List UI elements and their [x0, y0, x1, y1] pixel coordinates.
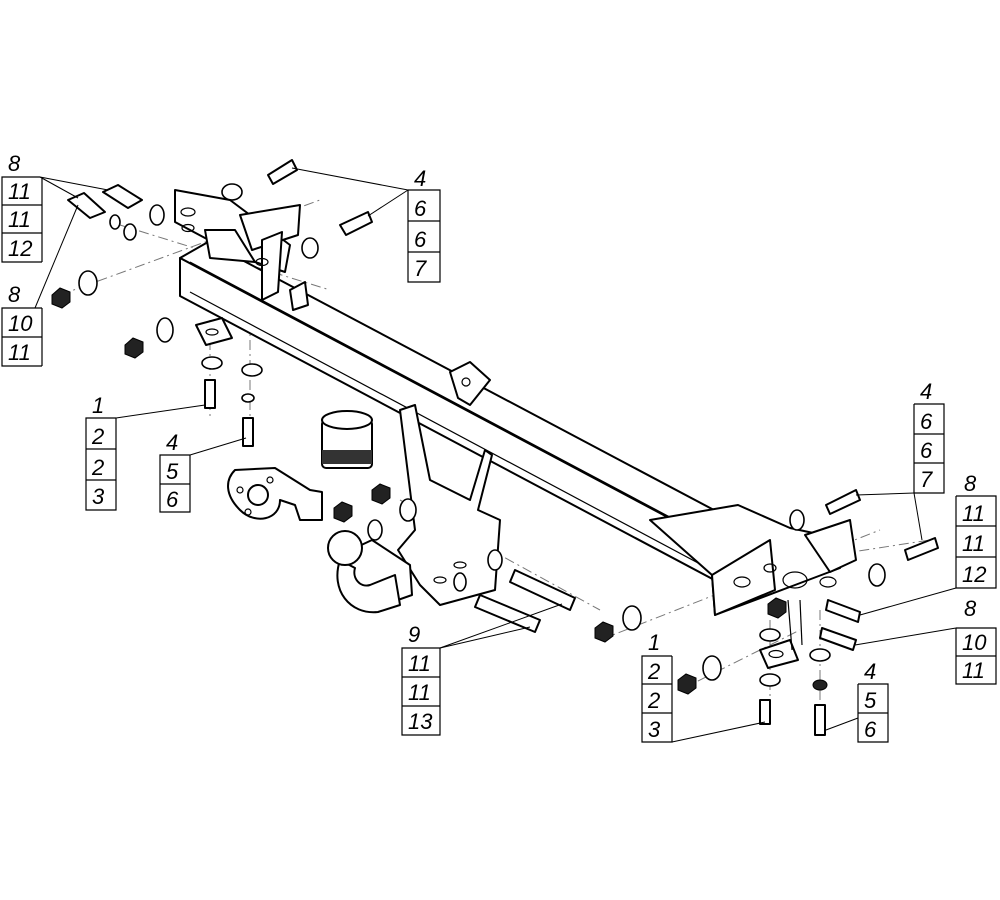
washers — [78, 183, 886, 691]
callout-left-top-bolt: 8 11 11 12 — [1, 151, 43, 263]
callout-label: 6 — [920, 409, 933, 434]
callout-label: 8 — [964, 596, 977, 621]
tow-hook-assembly — [321, 404, 501, 614]
callout-right-top: 4 6 6 7 — [913, 379, 945, 494]
right-mounting-bracket — [649, 504, 857, 669]
callout-right-stud-a: 1 2 2 3 — [641, 630, 673, 743]
callout-label: 6 — [414, 227, 427, 252]
callout-left-stud-a: 1 2 2 3 — [85, 393, 117, 511]
callout-label: 2 — [647, 659, 660, 684]
callout-label: 13 — [408, 709, 433, 734]
callout-label: 6 — [864, 717, 877, 742]
leader-lines — [34, 167, 957, 743]
callout-label: 11 — [408, 680, 431, 705]
callout-label: 9 — [408, 622, 420, 647]
callout-label: 5 — [166, 459, 179, 484]
callout-label: 8 — [8, 151, 21, 176]
callout-label: 12 — [962, 562, 986, 587]
callout-left-top-right: 4 6 6 7 — [407, 166, 441, 283]
callout-label: 2 — [91, 455, 104, 480]
bolts — [67, 159, 939, 736]
callout-label: 5 — [864, 688, 877, 713]
callout-label: 3 — [648, 717, 661, 742]
callout-right-stud-b: 4 5 6 — [857, 659, 889, 743]
left-mounting-bracket — [174, 189, 309, 346]
callout-label: 3 — [92, 484, 105, 509]
callout-label: 11 — [962, 658, 985, 683]
callout-label: 11 — [8, 207, 31, 232]
callout-label: 7 — [414, 256, 427, 281]
callout-label: 4 — [166, 430, 178, 455]
callout-label: 4 — [920, 379, 932, 404]
callout-label: 4 — [864, 659, 876, 684]
callout-label: 11 — [8, 179, 31, 204]
callout-label: 2 — [647, 688, 660, 713]
callout-label: 1 — [92, 393, 104, 418]
crossbeam — [179, 241, 781, 601]
callout-label: 11 — [408, 651, 431, 676]
callout-right-low: 8 10 11 — [955, 596, 997, 685]
callout-label: 4 — [414, 166, 426, 191]
callout-label: 11 — [8, 340, 31, 365]
callout-left-stud-b: 4 5 6 — [159, 430, 191, 513]
callout-center-ball: 9 11 11 13 — [401, 622, 441, 736]
callout-label: 6 — [920, 438, 933, 463]
callout-label: 11 — [962, 501, 985, 526]
callout-label: 8 — [964, 471, 977, 496]
callout-label: 6 — [166, 487, 179, 512]
callout-left-bottom-bolt: 8 10 11 — [1, 282, 43, 367]
callout-label: 7 — [920, 467, 933, 492]
callout-label: 10 — [962, 630, 987, 655]
callout-label: 12 — [8, 236, 32, 261]
nuts — [51, 287, 787, 695]
socket-plate — [227, 467, 323, 521]
callout-label: 1 — [648, 630, 660, 655]
callout-right-mid: 8 11 11 12 — [955, 471, 997, 589]
callout-label: 8 — [8, 282, 21, 307]
callout-label: 2 — [91, 424, 104, 449]
callout-label: 10 — [8, 311, 33, 336]
callout-label: 6 — [414, 196, 427, 221]
callout-label: 11 — [962, 531, 985, 556]
